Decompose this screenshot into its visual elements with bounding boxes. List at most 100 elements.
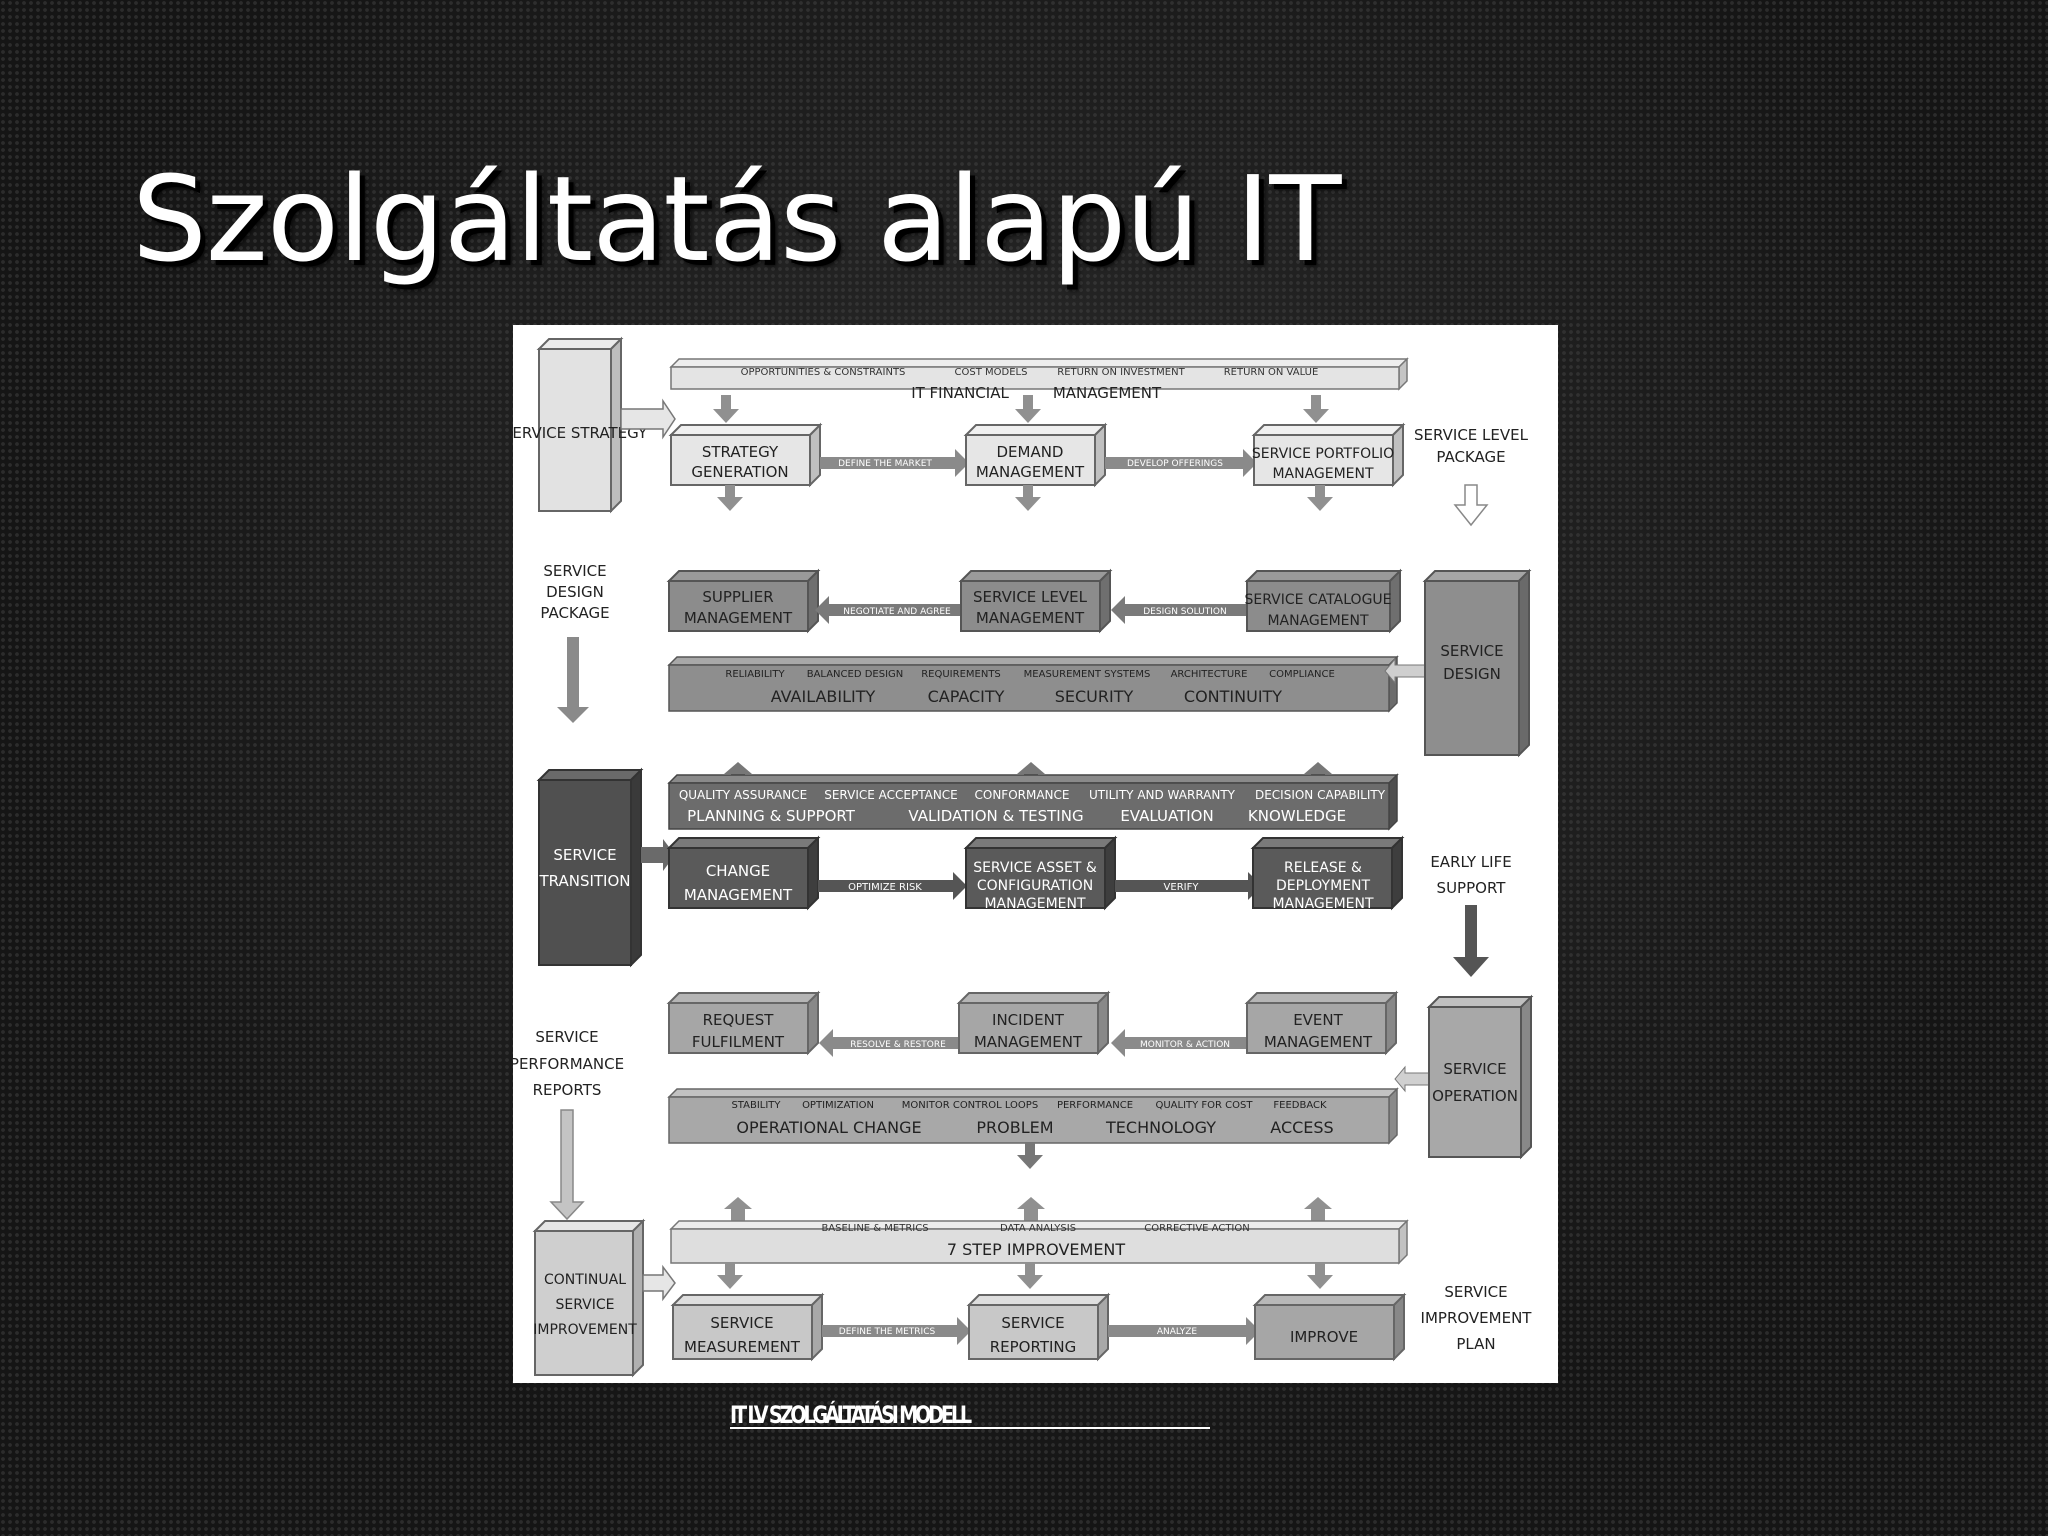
design-solution-arrow	[1111, 596, 1249, 624]
seven-step-improvement-bar: BASELINE & METRICS DATA ANALYSIS CORRECT…	[669, 1219, 1409, 1265]
improvement-section: CONTINUAL SERVICE IMPROVEMENT BASELINE &…	[532, 1197, 1532, 1378]
service-catalogue-management-box: SERVICE CATALOGUE MANAGEMENT	[1244, 568, 1403, 634]
change-management-box: CHANGE MANAGEMENT	[666, 835, 821, 911]
bar-title: KNOWLEDGE	[1248, 807, 1346, 825]
bar-label: QUALITY ASSURANCE	[679, 788, 807, 802]
stage-label: CONTINUAL	[544, 1272, 626, 1288]
service-transition-stage: SERVICE TRANSITION	[536, 767, 644, 968]
performance-reports-label: PERFORMANCE	[513, 1055, 624, 1073]
down-arrow	[717, 1263, 743, 1289]
performance-reports-label: REPORTS	[533, 1081, 602, 1099]
down-arrow	[549, 1109, 585, 1221]
bar-title: PROBLEM	[976, 1118, 1053, 1137]
release-deployment-box: RELEASE & DEPLOYMENT MANAGEMENT	[1250, 835, 1405, 912]
demand-management-box: DEMAND MANAGEMENT	[963, 422, 1108, 488]
down-arrow	[1017, 1143, 1043, 1169]
box-label: REPORTING	[990, 1338, 1077, 1356]
arrow-label: RESOLVE & RESTORE	[850, 1040, 946, 1050]
design-aspects-bar: RELIABILITY BALANCED DESIGN REQUIREMENTS…	[667, 655, 1399, 713]
down-arrow	[1303, 395, 1329, 423]
down-arrow	[1015, 485, 1041, 511]
strategy-in-arrow	[620, 398, 676, 440]
bar-label: CORRECTIVE ACTION	[1144, 1223, 1250, 1234]
service-strategy-stage: SERVICE STRATEGY	[513, 336, 648, 514]
stage-label: SERVICE	[555, 1297, 614, 1313]
bar-label: MEASUREMENT SYSTEMS	[1024, 669, 1151, 680]
bar-title: ACCESS	[1270, 1118, 1333, 1137]
bar-label: OPTIMIZATION	[802, 1100, 874, 1111]
fin-label-4: RETURN ON VALUE	[1224, 367, 1319, 378]
box-label: MEASUREMENT	[684, 1338, 801, 1356]
early-life-support-label: EARLY LIFE	[1430, 853, 1511, 871]
box-label: MANAGEMENT	[976, 463, 1085, 481]
service-measurement-box: SERVICE MEASUREMENT	[670, 1292, 825, 1362]
arrow-label: OPTIMIZE RISK	[848, 882, 922, 893]
bar-title: EVALUATION	[1120, 807, 1213, 825]
up-arrow	[724, 1197, 752, 1221]
service-portfolio-management-box: SERVICE PORTFOLIO MANAGEMENT	[1251, 422, 1406, 488]
box-label: SERVICE	[1001, 1314, 1064, 1332]
bar-title: AVAILABILITY	[771, 687, 876, 706]
bar-label: DATA ANALYSIS	[1000, 1223, 1076, 1234]
box-label: MANAGEMENT	[976, 609, 1085, 627]
develop-offerings-arrow	[1105, 449, 1257, 477]
box-label: SERVICE LEVEL	[973, 588, 1088, 606]
bar-label: SERVICE ACCEPTANCE	[824, 788, 958, 802]
box-label: GENERATION	[691, 463, 788, 481]
bar-label: ARCHITECTURE	[1171, 669, 1248, 680]
box-label: MANAGEMENT	[684, 886, 793, 904]
stage-label: SERVICE	[1443, 1060, 1506, 1078]
analyze-arrow	[1108, 1317, 1260, 1345]
bar-title: OPERATIONAL CHANGE	[736, 1118, 921, 1137]
down-arrow	[557, 637, 589, 723]
strategy-generation-box: STRATEGY GENERATION	[668, 422, 823, 488]
bar-title: VALIDATION & TESTING	[908, 807, 1083, 825]
bar-title: CONTINUITY	[1184, 687, 1282, 706]
down-arrow	[713, 395, 739, 423]
box-label: RELEASE &	[1284, 860, 1362, 876]
arrow-label: MONITOR & ACTION	[1140, 1040, 1230, 1050]
service-asset-configuration-box: SERVICE ASSET & CONFIGURATION MANAGEMENT	[963, 835, 1118, 912]
stage-label: DESIGN	[1443, 665, 1501, 683]
transition-section: SERVICE TRANSITION QUALITY ASSURANCE SER…	[536, 762, 1512, 977]
service-reporting-box: SERVICE REPORTING	[966, 1292, 1111, 1362]
verify-arrow	[1115, 872, 1262, 900]
bar-label: STABILITY	[731, 1100, 781, 1111]
box-label: DEMAND	[996, 443, 1063, 461]
down-arrow	[1453, 484, 1489, 527]
box-label: DEPLOYMENT	[1276, 878, 1371, 894]
service-design-package-label: PACKAGE	[540, 604, 609, 622]
itil-lifecycle-diagram: SERVICE STRATEGY OPPORTUNITIES & CONSTRA…	[513, 325, 1558, 1383]
bar-title: SECURITY	[1055, 687, 1134, 706]
box-label: MANAGEMENT	[1264, 1033, 1373, 1051]
improvement-in-arrow	[642, 1264, 676, 1302]
bar-title: CAPACITY	[928, 687, 1005, 706]
resolve-restore-arrow	[819, 1029, 961, 1057]
fin-label-1: OPPORTUNITIES & CONSTRAINTS	[741, 367, 906, 378]
design-section: SERVICE DESIGN PACKAGE SUPPLIER MANAGEME…	[540, 562, 1532, 758]
optimize-risk-arrow	[818, 872, 967, 900]
box-label: MANAGEMENT	[1267, 613, 1369, 629]
improve-box: IMPROVE	[1252, 1292, 1407, 1362]
down-arrow	[717, 485, 743, 511]
bar-label: CONFORMANCE	[975, 788, 1070, 802]
service-level-management-box: SERVICE LEVEL MANAGEMENT	[958, 568, 1113, 634]
operation-section: SERVICE PERFORMANCE REPORTS REQUEST FULF…	[513, 990, 1534, 1221]
fin-label-3: RETURN ON INVESTMENT	[1057, 367, 1185, 378]
strategy-stage-label: SERVICE STRATEGY	[513, 424, 648, 442]
bar-label: FEEDBACK	[1273, 1100, 1327, 1111]
box-label: IMPROVE	[1290, 1328, 1358, 1346]
continual-service-improvement-stage: CONTINUAL SERVICE IMPROVEMENT	[532, 1218, 646, 1378]
stage-label: OPERATION	[1432, 1087, 1518, 1105]
event-management-box: EVENT MANAGEMENT	[1244, 990, 1399, 1056]
incident-management-box: INCIDENT MANAGEMENT	[956, 990, 1111, 1056]
box-label: MANAGEMENT	[684, 609, 793, 627]
box-label: MANAGEMENT	[984, 896, 1086, 912]
box-label: INCIDENT	[992, 1011, 1065, 1029]
transition-in-arrow	[641, 839, 675, 871]
fin-title-left: IT FINANCIAL	[911, 384, 1009, 402]
define-market-arrow	[820, 449, 969, 477]
box-label: MANAGEMENT	[1272, 466, 1374, 482]
box-label: SERVICE	[710, 1314, 773, 1332]
stage-label: TRANSITION	[538, 872, 630, 890]
